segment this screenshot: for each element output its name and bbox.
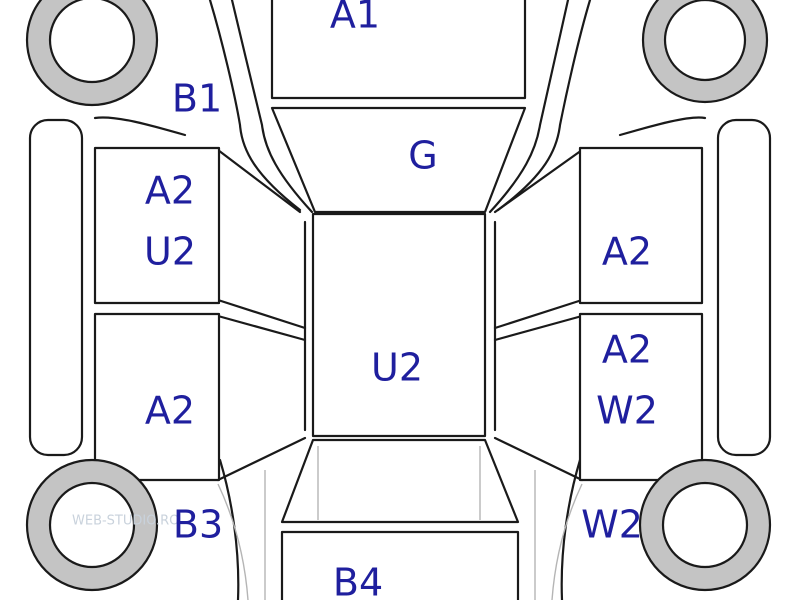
right-rocker-panel	[716, 118, 772, 457]
hood-panel	[270, 0, 527, 100]
front-left-wheel	[25, 0, 159, 107]
front-right-wheel	[641, 0, 769, 104]
rear-right-wheel	[638, 458, 772, 592]
right-front-door	[578, 146, 704, 305]
windshield-panel	[270, 106, 527, 214]
left-rocker-panel	[28, 118, 84, 457]
rear-left-wheel	[25, 458, 159, 592]
label-right-rear-door-2: W2	[596, 389, 658, 433]
label-windshield: G	[408, 134, 437, 178]
label-roof: U2	[371, 346, 423, 390]
label-trunk: B4	[333, 561, 383, 600]
label-left-rear-door: A2	[145, 389, 195, 433]
label-right-rear-door-1: A2	[602, 328, 652, 372]
left-front-door	[93, 146, 221, 305]
label-rear-right-fender: W2	[581, 503, 643, 547]
label-left-front-door-1: A2	[145, 169, 195, 213]
label-front-left-fender: B1	[172, 77, 222, 121]
pillar-lines	[216, 148, 584, 482]
rear-faint-lines	[217, 470, 583, 600]
right-rear-door	[578, 312, 704, 482]
trunk-panel	[280, 530, 520, 600]
label-left-front-door-2: U2	[144, 230, 196, 274]
body-outline	[93, 0, 707, 600]
label-hood: A1	[330, 0, 380, 37]
left-rear-door	[93, 312, 221, 482]
roof-panel	[311, 212, 487, 438]
label-right-front-door: A2	[602, 230, 652, 274]
watermark-text: WEB-STUDIO.RO	[72, 514, 179, 529]
rear-window-faint-lines	[317, 446, 481, 520]
label-rear-left-fender: B3	[173, 503, 223, 547]
rear-window-panel	[280, 438, 520, 524]
